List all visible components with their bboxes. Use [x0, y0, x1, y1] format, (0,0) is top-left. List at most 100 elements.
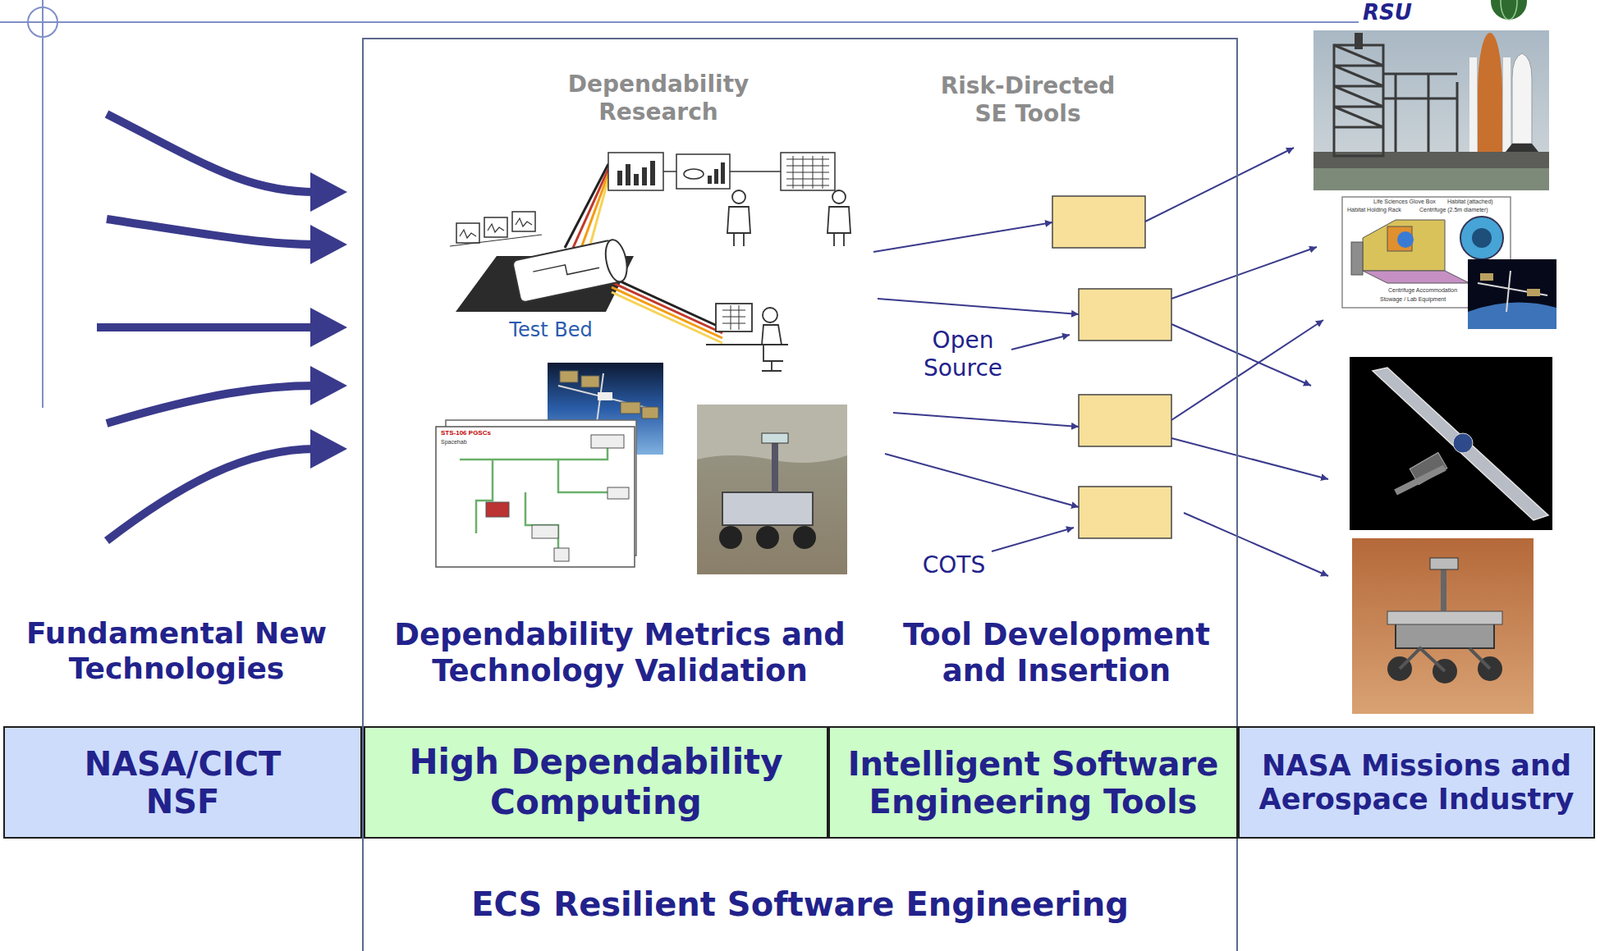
test-bed-drawing-part-part [564, 164, 609, 248]
iss-overlay-part-part [1506, 270, 1511, 312]
test-bed-drawing-part-part [589, 178, 609, 248]
test-bed-drawing-part-part [581, 174, 609, 248]
centrifuge-diagram-part [1362, 220, 1445, 271]
mars-rover-image-part [1352, 538, 1534, 715]
iss-photo-part [559, 371, 659, 419]
test-bed-drawing-part [512, 238, 631, 303]
rover-photo-part [722, 492, 813, 526]
test-bed-drawing-part-part [733, 233, 744, 247]
band-text: Intelligent Software Engineering Tools [834, 745, 1232, 821]
rover-photo-part-part [719, 526, 743, 550]
test-bed-drawing-part-part [761, 344, 784, 372]
test-bed-drawing-part-part [602, 238, 631, 285]
test-bed-drawing-part [706, 190, 851, 372]
schematic-sheet-part-part [485, 502, 509, 518]
corner-mark [0, 0, 1359, 409]
shuttle-photo-part [1503, 57, 1511, 152]
tool-boxes-part [1078, 394, 1172, 447]
sheet-title: STS-106 PGSCs [440, 430, 492, 438]
test-bed-drawing-part-part [786, 155, 830, 189]
shuttle-photo-part-part [1383, 73, 1458, 152]
input-arrows-part [106, 219, 317, 245]
shuttle-photo-part [1512, 53, 1532, 144]
mars-rover-image-part [1430, 558, 1458, 570]
source-label: Open Source [897, 326, 1029, 382]
test-bed-drawing-part-part [573, 169, 609, 248]
test-bed-drawing-part-part [650, 160, 656, 186]
mars-rover-image-part [1387, 611, 1503, 625]
schematic-sheet-part-part [591, 435, 624, 449]
test-bed-drawing-part-part [512, 239, 621, 303]
region-frame: ECS Resilient Software EngineeringHigh D… [362, 37, 1238, 951]
schematic-sheet-part-part [531, 525, 559, 539]
iss-overlay-part [1467, 259, 1557, 330]
test-bed-drawing-part-part [707, 175, 712, 184]
test-bed-drawing-part [608, 152, 835, 191]
schematic-sheet-part-part [476, 459, 493, 534]
mars-rover-image [1352, 538, 1534, 715]
schematic-sheet-part-part [459, 459, 608, 493]
input-arrowheads-part [310, 366, 348, 406]
schematic-sheet-part [435, 426, 635, 568]
band-cell: NASA/CICT NSF [3, 726, 363, 839]
flow-arrows-part [1171, 320, 1324, 421]
stage-caption: Dependability Metrics and Technology Val… [365, 617, 875, 691]
tool-boxes-part [1078, 486, 1172, 539]
test-bed-drawing-part-part [715, 303, 752, 332]
band-cell: NASA Missions and Aerospace Industry [1237, 726, 1596, 839]
stage-caption: Fundamental New Technologies [12, 615, 341, 687]
flow-arrows-part [1171, 247, 1317, 299]
test-bed-drawing-part-part [722, 305, 746, 331]
rover-photo-part [761, 433, 789, 444]
logo-text: RSU [1362, 0, 1445, 26]
test-bed-drawing-part-part [484, 217, 508, 238]
input-arrowheads-part [310, 307, 348, 348]
satellite-image [1349, 357, 1553, 531]
input-arrowheads-part [310, 224, 348, 265]
mars-rover-image-part [1440, 566, 1447, 612]
flow-arrows [873, 147, 1329, 577]
input-arrowheads [310, 172, 348, 469]
flow-arrows-part [1171, 438, 1329, 480]
shuttle-photo-part [1354, 32, 1363, 50]
iss-photo-part-part [581, 375, 600, 388]
mars-rover-image-part [1399, 648, 1490, 672]
iss-photo-part [597, 392, 613, 401]
iss-photo-part-part [620, 402, 641, 414]
satellite-image-part [1349, 357, 1553, 531]
iss-overlay-part [1477, 270, 1548, 312]
schematic-sheet [435, 420, 637, 568]
part-label: Habitat (attached) [1446, 198, 1495, 206]
test-bed-drawing-part [617, 160, 725, 186]
test-bed-drawing-part-part [762, 307, 778, 323]
schematic-sheet-part-part [554, 548, 569, 562]
iss-overlay-part-part [1480, 273, 1494, 281]
test-bed-drawing-part [786, 155, 830, 189]
logo-globe-part [1490, 0, 1527, 20]
satellite-image-part [1395, 467, 1445, 493]
test-bed-drawing-part-part [456, 223, 480, 243]
test-bed-drawing-part-part [714, 169, 719, 184]
test-bed-drawing-part-part [512, 211, 536, 232]
test-bed-drawing-part-part [827, 206, 851, 234]
iss-overlay-part [1467, 302, 1557, 330]
mars-rover-image-part [1395, 623, 1495, 649]
test-bed-drawing-part-part [633, 174, 639, 186]
flow-arrows-part [1145, 147, 1294, 222]
iss-overlay [1467, 259, 1557, 330]
region-title: ECS Resilient Software Engineering [363, 884, 1237, 925]
flow-arrows-part [877, 298, 1079, 315]
test-bed-drawing-part-part [727, 206, 751, 234]
test-bed-drawing-part-part [625, 164, 631, 186]
test-bed-drawing-part-part [720, 162, 725, 184]
schematic-sheet-part-part [607, 487, 629, 500]
input-arrowheads-part [310, 172, 348, 212]
part-label: Habitat Holding Rack [1346, 206, 1403, 214]
iss-overlay-part [1480, 273, 1541, 297]
test-bed-drawing-part-part [515, 218, 532, 227]
sheet-label: Spacehab [440, 439, 468, 446]
shuttle-photo [1313, 30, 1550, 191]
test-bed-drawing-part-part [611, 292, 723, 344]
part-label: Centrifuge Accommodation [1387, 287, 1458, 294]
